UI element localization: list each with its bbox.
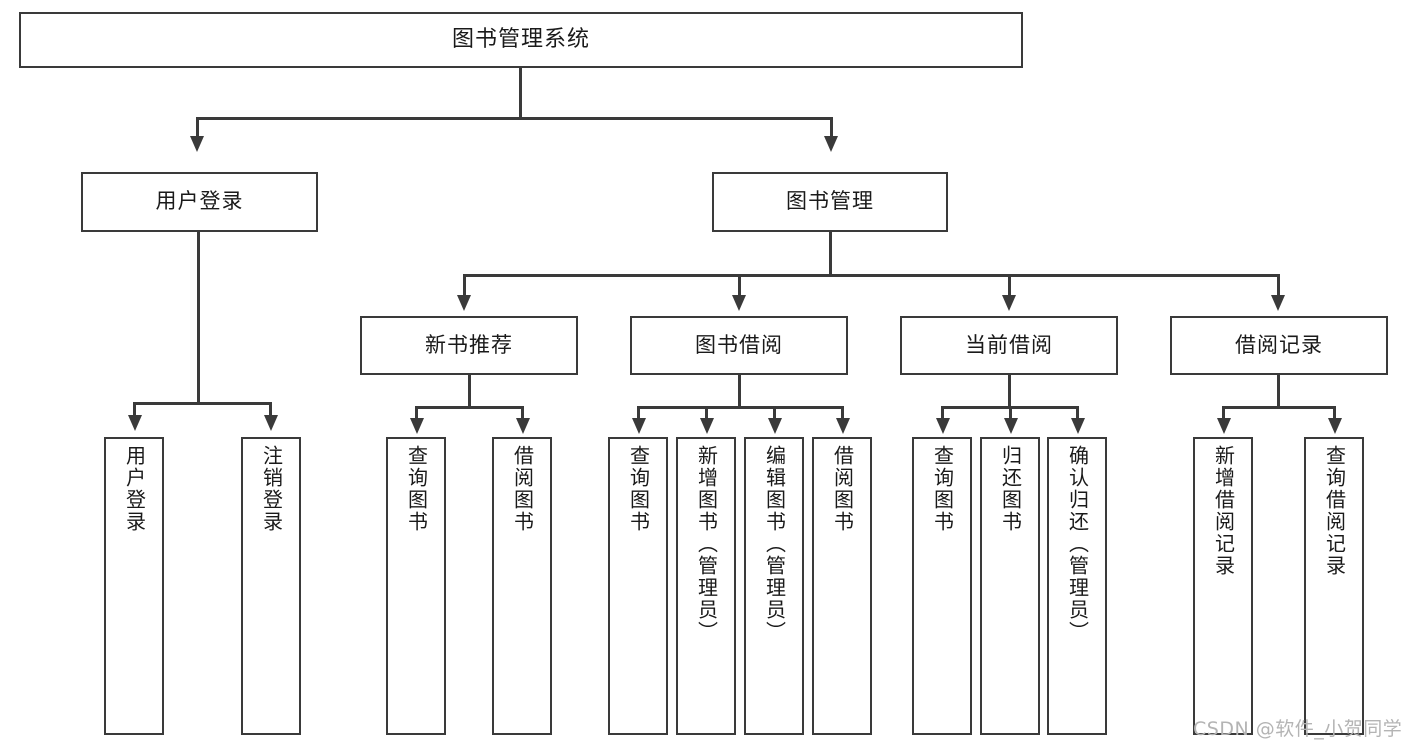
connector-to-user-login [196, 117, 199, 139]
connector-root-stem [519, 68, 522, 119]
leaf-label: 查询图书 [930, 445, 955, 533]
connector-book-management-stem [829, 232, 832, 276]
arrowhead-book-borrow-leaf3 [768, 418, 782, 434]
connector-user-login-bus [133, 402, 271, 405]
leaf-add-borrow-record[interactable]: 新增借阅记录 [1193, 437, 1253, 735]
arrowhead-to-user-login [190, 136, 204, 152]
connector-borrow-record-bus [1222, 406, 1335, 409]
connector-user-login-leaf1 [133, 402, 136, 418]
watermark-text: CSDN @软件_小贺同学 [1193, 718, 1403, 740]
connector-book-borrow-leaf2 [705, 406, 708, 420]
connector-book-borrow-stem [738, 375, 741, 408]
node-current-borrow[interactable]: 当前借阅 [900, 316, 1118, 375]
leaf-label: 编辑图书（管理员） [762, 445, 787, 643]
connector-to-borrow-record [1277, 274, 1280, 298]
connector-user-login-leaf2 [269, 402, 272, 418]
connector-book-borrow-leaf4 [841, 406, 844, 420]
node-new-book-recommend[interactable]: 新书推荐 [360, 316, 578, 375]
leaf-label: 查询图书 [626, 445, 651, 533]
node-book-borrow[interactable]: 图书借阅 [630, 316, 848, 375]
connector-book-borrow-leaf3 [773, 406, 776, 420]
leaf-query-book-recommend[interactable]: 查询图书 [386, 437, 446, 735]
node-book-management[interactable]: 图书管理 [712, 172, 948, 232]
arrowhead-new-book-leaf2 [516, 418, 530, 434]
node-label: 借阅记录 [1235, 332, 1323, 357]
connector-new-book-bus [415, 406, 523, 409]
connector-to-book-management [830, 117, 833, 139]
leaf-label: 新增借阅记录 [1211, 445, 1236, 577]
arrowhead-to-borrow-record [1271, 295, 1285, 311]
connector-current-borrow-stem [1008, 375, 1011, 408]
leaf-query-book-borrow[interactable]: 查询图书 [608, 437, 668, 735]
connector-new-book-stem [468, 375, 471, 408]
leaf-label: 查询图书 [404, 445, 429, 533]
connector-book-borrow-leaf1 [637, 406, 640, 420]
leaf-label: 确认归还（管理员） [1065, 445, 1090, 643]
connector-borrow-record-leaf2 [1333, 406, 1336, 420]
arrowhead-book-borrow-leaf2 [700, 418, 714, 434]
arrowhead-borrow-record-leaf1 [1217, 418, 1231, 434]
node-root-book-management-system[interactable]: 图书管理系统 [19, 12, 1023, 68]
leaf-edit-book[interactable]: 编辑图书（管理员） [744, 437, 804, 735]
leaf-query-borrow-record[interactable]: 查询借阅记录 [1304, 437, 1364, 735]
leaf-label: 注销登录 [259, 445, 284, 533]
node-label: 图书借阅 [695, 332, 783, 357]
arrowhead-to-current-borrow [1002, 295, 1016, 311]
arrowhead-current-borrow-leaf1 [936, 418, 950, 434]
leaf-label: 借阅图书 [830, 445, 855, 533]
connector-to-new-book-recommend [463, 274, 466, 298]
node-borrow-record[interactable]: 借阅记录 [1170, 316, 1388, 375]
leaf-borrow-book[interactable]: 借阅图书 [812, 437, 872, 735]
node-label: 新书推荐 [425, 332, 513, 357]
connector-new-book-leaf1 [415, 406, 418, 420]
connector-current-borrow-leaf1 [941, 406, 944, 420]
leaf-query-book-current[interactable]: 查询图书 [912, 437, 972, 735]
csdn-watermark: CSDN @软件_小贺同学 [1193, 714, 1402, 741]
connector-to-current-borrow [1008, 274, 1011, 298]
connector-user-login-stem [197, 232, 200, 404]
leaf-label: 借阅图书 [510, 445, 535, 533]
leaf-label: 用户登录 [122, 445, 147, 533]
arrowhead-new-book-leaf1 [410, 418, 424, 434]
arrowhead-to-book-borrow [732, 295, 746, 311]
connector-borrow-record-leaf1 [1222, 406, 1225, 420]
leaf-add-book[interactable]: 新增图书（管理员） [676, 437, 736, 735]
connector-current-borrow-leaf3 [1076, 406, 1079, 420]
arrowhead-book-borrow-leaf4 [836, 418, 850, 434]
connector-level3-bus [463, 274, 1280, 277]
arrowhead-current-borrow-leaf2 [1004, 418, 1018, 434]
node-label: 当前借阅 [965, 332, 1053, 357]
leaf-label: 归还图书 [998, 445, 1023, 533]
node-label: 图书管理 [786, 189, 874, 214]
leaf-borrow-book-recommend[interactable]: 借阅图书 [492, 437, 552, 735]
leaf-confirm-return[interactable]: 确认归还（管理员） [1047, 437, 1107, 735]
arrowhead-current-borrow-leaf3 [1071, 418, 1085, 434]
leaf-user-login[interactable]: 用户登录 [104, 437, 164, 735]
connector-to-book-borrow [738, 274, 741, 298]
node-label: 用户登录 [155, 189, 244, 214]
arrowhead-borrow-record-leaf2 [1328, 418, 1342, 434]
connector-book-borrow-bus [637, 406, 843, 409]
leaf-logout[interactable]: 注销登录 [241, 437, 301, 735]
arrowhead-user-login-leaf1 [128, 415, 142, 431]
arrowhead-user-login-leaf2 [264, 415, 278, 431]
leaf-return-book[interactable]: 归还图书 [980, 437, 1040, 735]
connector-current-borrow-leaf2 [1009, 406, 1012, 420]
node-user-login[interactable]: 用户登录 [81, 172, 318, 232]
node-label: 图书管理系统 [451, 26, 590, 52]
arrowhead-book-borrow-leaf1 [632, 418, 646, 434]
arrowhead-to-book-management [824, 136, 838, 152]
leaf-label: 新增图书（管理员） [694, 445, 719, 643]
arrowhead-to-new-book-recommend [457, 295, 471, 311]
connector-level2-bus [196, 117, 832, 120]
leaf-label: 查询借阅记录 [1322, 445, 1347, 577]
connector-borrow-record-stem [1277, 375, 1280, 408]
connector-new-book-leaf2 [521, 406, 524, 420]
